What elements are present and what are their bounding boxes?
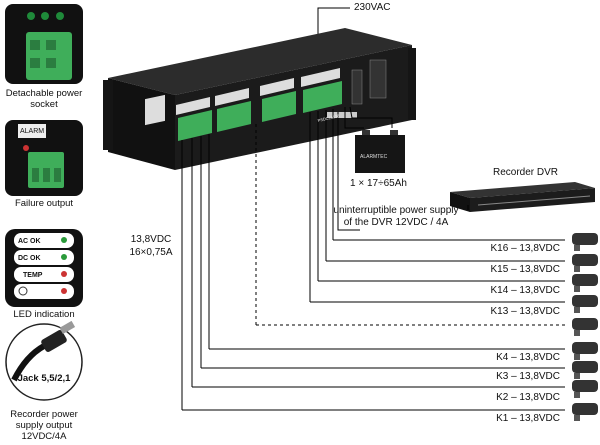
led-temp: TEMP (23, 272, 43, 279)
battery (355, 130, 405, 173)
power-socket-thumbnail (5, 4, 83, 84)
channel-k13: K13 – 13,8VDC (490, 306, 561, 317)
battery-brand: ALARMTEC (360, 154, 388, 160)
camera-group (572, 233, 598, 421)
failure-output-thumbnail (5, 120, 83, 196)
jack-thumbnail (5, 320, 83, 401)
group-outputs: 16×0,75A (129, 247, 173, 258)
led-indication-caption: LED indication (13, 309, 75, 320)
ups-note: uninterruptible power supply of the DVR … (333, 205, 459, 228)
jack-label: Jack 5,5/2,1 (17, 373, 71, 384)
channel-k14: K14 – 13,8VDC (490, 285, 561, 296)
channel-k2: K2 – 13,8VDC (496, 392, 560, 403)
led-ac-ok: AC OK (18, 238, 41, 245)
led-dc-ok: DC OK (18, 255, 41, 262)
channel-k16: K16 – 13,8VDC (490, 243, 561, 254)
recorder-output-caption: Recorder power supply output 12VDC/4A (10, 409, 78, 442)
recorder-dvr (450, 182, 595, 212)
channel-k1: K1 – 13,8VDC (496, 413, 560, 424)
battery-capacity: 1 × 17÷65Ah (350, 178, 407, 189)
channel-k3: K3 – 13,8VDC (496, 371, 560, 382)
channel-k4: K4 – 13,8VDC (496, 352, 560, 363)
group-voltage: 13,8VDC (130, 234, 172, 245)
failure-output-caption: Failure output (14, 198, 74, 209)
psu-chassis (103, 28, 416, 170)
mains-label: 230VAC (354, 2, 391, 13)
recorder-dvr-label: Recorder DVR (493, 167, 559, 178)
power-socket-caption: Detachable power socket (5, 88, 83, 110)
channel-k15: K15 – 13,8VDC (490, 264, 561, 275)
device-model: PSDC16138 (317, 113, 341, 123)
led-indication-thumbnail (5, 229, 83, 307)
alarm-label: ALARM (20, 128, 44, 135)
